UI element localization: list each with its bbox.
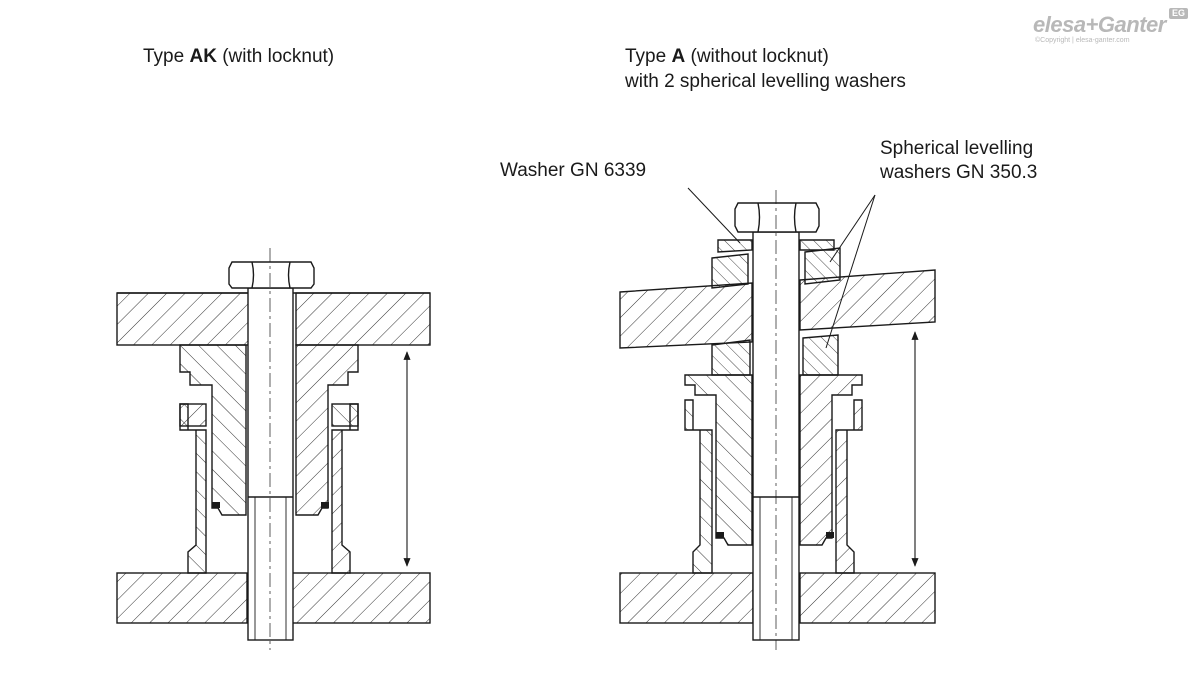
- a-top-plate-right: [799, 269, 936, 331]
- ak-bottom-plate-right: [291, 572, 431, 624]
- washer-leader: [687, 187, 741, 244]
- a-bolt-head: [734, 202, 820, 233]
- a-housing-left: [684, 399, 713, 574]
- spherical-callout-line1: Spherical levelling: [880, 138, 1034, 159]
- brand-logo: elesa+Ganter ©Copyright | elesa-ganter.c…: [1033, 8, 1193, 48]
- spherical-callout-line2: washers GN 350.3: [880, 162, 1038, 183]
- ak-top-plate-right: [295, 292, 431, 346]
- a-bottom-plate-left: [619, 572, 754, 624]
- type-ak-suffix: (with locknut): [216, 46, 335, 67]
- a-housing-right: [835, 399, 863, 574]
- type-a-prefix: Type: [625, 46, 672, 67]
- type-a-code: A: [671, 46, 686, 67]
- ak-top-plate-left: [116, 292, 263, 346]
- a-bottom-plate-right: [799, 572, 936, 624]
- logo-copyright: ©Copyright | elesa-ganter.com: [1035, 37, 1130, 44]
- type-ak-prefix: Type: [143, 46, 190, 67]
- ak-bottom-plate-left: [116, 572, 248, 624]
- a-top-plate-left: [619, 282, 753, 349]
- ak-bolt-shank: [247, 287, 294, 641]
- spherical-leader-upper: [829, 194, 876, 263]
- logo-badge: EG: [1169, 8, 1189, 19]
- ak-housing-right: [331, 403, 359, 574]
- logo-wordmark: elesa+Ganter: [1033, 12, 1166, 37]
- a-sleeve-left: [684, 374, 753, 546]
- assembly-type-ak: [116, 248, 431, 650]
- type-a-suffix: (without locknut): [685, 46, 829, 67]
- a-sleeve-right: [799, 374, 863, 546]
- type-ak-title: Type AK (with locknut): [143, 45, 334, 69]
- type-a-title: Type A (without locknut): [625, 45, 829, 69]
- ak-bolt-head: [228, 261, 315, 289]
- spherical-leader-lower: [825, 194, 876, 349]
- type-a-subtitle: with 2 spherical levelling washers: [625, 71, 906, 92]
- type-ak-code: AK: [189, 46, 217, 67]
- washer-callout: Washer GN 6339: [500, 160, 647, 181]
- ak-housing-left: [179, 403, 207, 574]
- assembly-type-a: [619, 187, 936, 650]
